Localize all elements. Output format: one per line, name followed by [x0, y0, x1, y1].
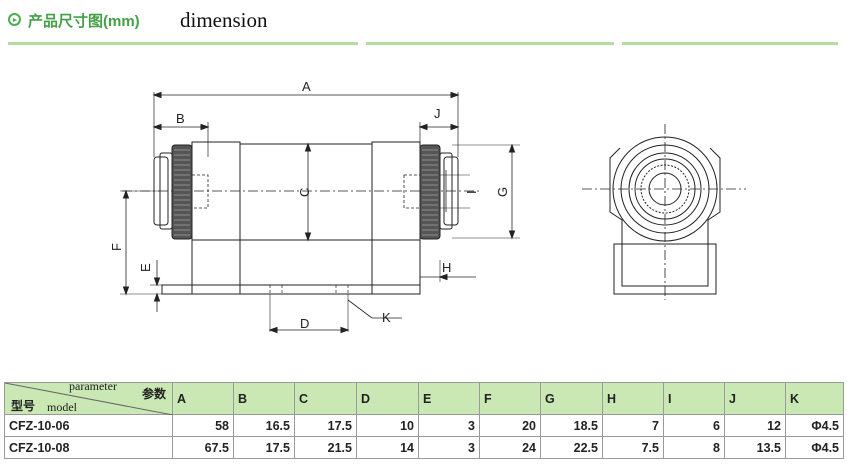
column-header: I	[663, 382, 725, 415]
dim-label-d: D	[300, 316, 309, 331]
value-cell: 10	[356, 414, 419, 437]
header-divider-2	[366, 42, 614, 45]
corner-parameter-label: parameter	[69, 379, 117, 393]
value-cell: 24	[479, 436, 541, 459]
value-cell: 3	[418, 414, 480, 437]
dim-label-b: B	[176, 111, 185, 126]
value-cell: 58	[172, 414, 234, 437]
right-inner-hidden	[403, 174, 421, 209]
end-view-base-inner	[621, 243, 709, 287]
section-header: 产品尺寸图(mm) dimension	[8, 8, 838, 45]
column-header: F	[479, 382, 541, 415]
end-view-spline	[640, 164, 690, 214]
left-body	[191, 141, 241, 295]
corner-model-cn: 型号	[11, 399, 36, 413]
value-cell: 8	[663, 436, 725, 459]
value-cell: Φ4.5	[785, 414, 844, 437]
value-cell: 3	[418, 436, 480, 459]
value-cell: 16.5	[233, 414, 295, 437]
column-header: B	[233, 382, 295, 415]
dim-label-g: G	[495, 187, 510, 197]
value-cell: 7	[602, 414, 664, 437]
end-view-outer-ring	[612, 136, 718, 242]
arrow-circle-icon	[8, 13, 21, 26]
right-collar-rim	[439, 152, 453, 230]
header-divider-1	[8, 42, 358, 45]
right-body	[371, 141, 421, 295]
column-header: H	[602, 382, 664, 415]
value-cell: 6	[663, 414, 725, 437]
left-inner-hidden	[191, 174, 209, 209]
title-english: dimension	[180, 8, 268, 32]
value-cell: 67.5	[172, 436, 234, 459]
dimension-drawing: A B J C I G F E H D K	[109, 79, 746, 334]
diagonal-line	[5, 383, 173, 415]
column-header: C	[294, 382, 357, 415]
table-header-row: parameter 参数 型号 model A B C D E F G H I …	[4, 379, 844, 415]
table-corner-cell: parameter 参数 型号 model	[4, 379, 173, 415]
column-header: D	[356, 382, 419, 415]
column-header: K	[785, 382, 844, 415]
column-header: G	[540, 382, 603, 415]
title-chinese: 产品尺寸图(mm)	[28, 13, 140, 30]
column-header: A	[172, 382, 234, 415]
value-cell: Φ4.5	[785, 436, 844, 459]
table-row: CFZ-10-06 58 16.5 17.5 10 3 20 18.5 7 6 …	[4, 414, 844, 437]
value-cell: 14	[356, 436, 419, 459]
value-cell: 20	[479, 414, 541, 437]
end-view-bore	[648, 172, 682, 206]
corner-model-label: model	[47, 400, 77, 414]
dim-label-f: F	[109, 243, 124, 251]
dim-label-a: A	[302, 79, 311, 94]
parameter-table: parameter 参数 型号 model A B C D E F G H I …	[4, 379, 844, 459]
dim-label-i: I	[464, 190, 479, 194]
value-cell: 7.5	[602, 436, 664, 459]
table-row: CFZ-10-08 67.5 17.5 21.5 14 3 24 22.5 7.…	[4, 436, 844, 459]
header-divider-3	[622, 42, 838, 45]
dim-label-h: H	[442, 260, 451, 275]
value-cell: 17.5	[233, 436, 295, 459]
corner-parameter-cn: 参数	[141, 387, 166, 401]
value-cell: 18.5	[540, 414, 603, 437]
value-cell: 22.5	[540, 436, 603, 459]
model-cell: CFZ-10-08	[4, 436, 173, 459]
value-cell: 12	[724, 414, 786, 437]
value-cell: 17.5	[294, 414, 357, 437]
dim-label-e: E	[138, 263, 153, 272]
base-block	[191, 239, 421, 295]
value-cell: 13.5	[724, 436, 786, 459]
value-cell: 21.5	[294, 436, 357, 459]
base-plate	[161, 284, 421, 295]
dim-label-j: J	[434, 106, 441, 121]
right-collar	[443, 156, 459, 226]
dim-label-k: K	[382, 310, 391, 325]
column-header: E	[418, 382, 480, 415]
dim-label-c: C	[297, 188, 312, 197]
column-header: J	[724, 382, 786, 415]
model-cell: CFZ-10-06	[4, 414, 173, 437]
